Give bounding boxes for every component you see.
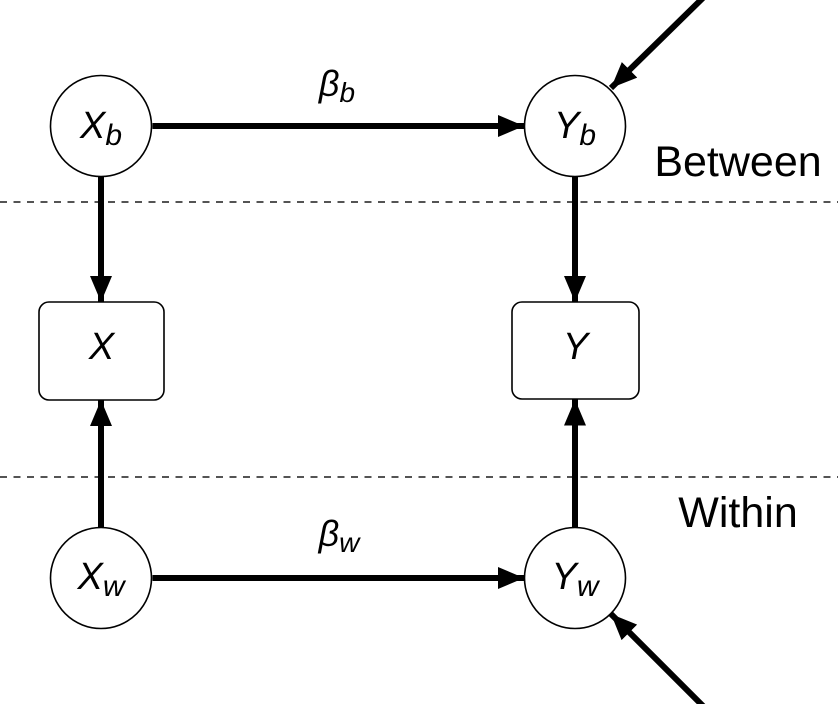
beta-b-label: βb <box>318 63 355 108</box>
label-y-box: Y <box>563 326 591 368</box>
label-yw-subscript: w <box>577 570 601 603</box>
beta-w-subscript: w <box>339 527 361 558</box>
label-xw: Xw <box>76 556 126 603</box>
beta-b-subscript: b <box>340 77 356 108</box>
residual-arrow-into-yb <box>608 0 706 91</box>
label-yb-subscript: b <box>579 119 596 152</box>
label-xb: Xb <box>79 105 122 152</box>
label-xb-main: X <box>79 105 107 147</box>
beta-b-main: β <box>318 63 340 104</box>
label-yw-main: Y <box>551 556 579 598</box>
label-x-box: X <box>88 326 116 368</box>
label-xw-main: X <box>76 556 104 598</box>
label-xw-subscript: w <box>103 570 127 603</box>
beta-w-label: βw <box>318 513 362 558</box>
label-yb: Yb <box>554 105 596 152</box>
within-section-label: Within <box>678 489 797 537</box>
label-yw: Yw <box>551 556 600 603</box>
between-section-label: Between <box>654 138 821 186</box>
beta-w-main: β <box>318 513 340 554</box>
residual-arrow-into-yw <box>608 611 706 704</box>
label-xb-subscript: b <box>105 119 122 152</box>
label-yb-main: Y <box>554 105 582 147</box>
